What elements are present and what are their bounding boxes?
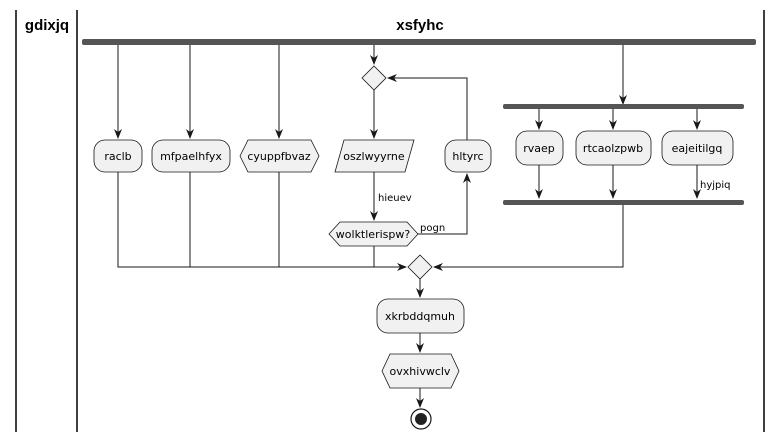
edge-hltyrc-loop-back (387, 74, 468, 140)
activity-eajeitilgq-label: eajeitilgq (672, 142, 723, 155)
activity-hltyrc-label: hltyrc (452, 150, 483, 163)
merge-diamond-loop (361, 65, 387, 91)
end-node-outer (410, 408, 432, 430)
activity-oszlwyyrne-label: oszlwyyrne (343, 150, 405, 163)
activity-ovxhivwclv-label: ovxhivwclv (390, 365, 451, 378)
activity-mfpaelhfyx-label: mfpaelhfyx (160, 150, 222, 163)
activity-rvaep-label: rvaep (523, 142, 555, 155)
activity-cyuppfbvaz-label: cyuppfbvaz (247, 150, 311, 163)
activity-cyuppfbvaz (239, 139, 320, 173)
activity-oszlwyyrne (334, 139, 415, 173)
merge-diamond-final (407, 254, 433, 280)
edge-raclb-to-merge (117, 172, 407, 271)
activity-rtcaolzpwb-label: rtcaolzpwb (583, 142, 643, 155)
swimlane-title-gdixjq: gdixjq (25, 17, 69, 34)
edge-label-hyjpiq: hyjpiq (700, 180, 731, 191)
activity-ovxhivwclv (381, 353, 460, 389)
decision-wolktlerispw-label: wolktlerispw? (336, 228, 411, 241)
fork-bar-main (82, 39, 756, 45)
join-bar-inner (503, 200, 744, 205)
activity-raclb-label: raclb (104, 150, 131, 163)
fork-bar-inner (503, 104, 744, 109)
end-node-inner (415, 413, 427, 425)
activity-xkrbddqmuh-label: xkrbddqmuh (385, 310, 455, 323)
edge-decision-to-hltyrc (418, 173, 471, 235)
edge-label-pogn: pogn (420, 223, 445, 234)
edge-join-to-merge (433, 205, 624, 271)
activity-hltyrc (444, 139, 492, 173)
edge-label-hieuev: hieuev (378, 193, 412, 204)
activity-mfpaelhfyx (151, 139, 231, 173)
swimlane-title-xsfyhc: xsfyhc (396, 17, 444, 34)
